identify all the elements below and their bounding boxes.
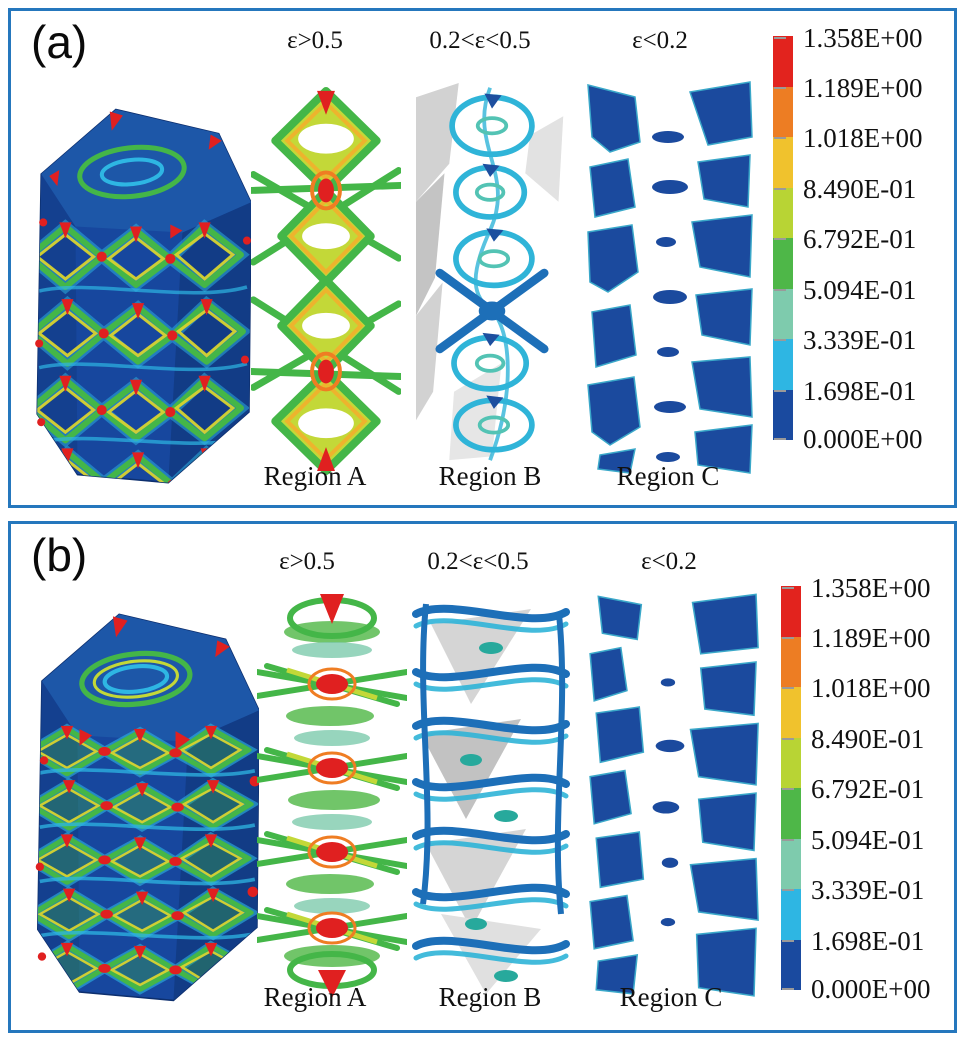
colorbar-segment — [781, 838, 801, 889]
colorbar-tick-label: 5.094E-01 — [773, 275, 917, 305]
colorbar-segment — [773, 238, 793, 289]
region-c-strain-contour-b — [589, 593, 759, 997]
region-b-strain-contour-b — [412, 603, 570, 994]
colorbar-segment — [781, 737, 801, 788]
region-a-strain-contour-a — [251, 77, 401, 475]
colorbar-tick-label: 1.018E+00 — [773, 123, 923, 153]
colorbar-tick-label: 1.018E+00 — [781, 673, 931, 703]
colorbar-tick-label: 1.698E-01 — [773, 376, 917, 406]
region-c-strain-contour-a — [587, 81, 753, 474]
colorbar-segment — [781, 636, 801, 687]
colorbar-bar — [773, 36, 793, 440]
colorbar-tick-label: 8.490E-01 — [781, 724, 925, 754]
header-eps-gt-05: ε>0.5 — [279, 548, 335, 575]
colorbar-tick-label: 3.339E-01 — [773, 325, 917, 355]
colorbar-segment — [773, 288, 793, 339]
colorbar-tick-label: 1.358E+00 — [773, 23, 923, 53]
colorbar-tick-label: 6.792E-01 — [781, 774, 925, 804]
colorbar-tick-label: 1.189E+00 — [773, 73, 923, 103]
colorbar-bar — [781, 586, 801, 990]
colorbar-segment — [781, 939, 801, 990]
colorbar-segment — [773, 137, 793, 188]
panel-b: (b) ε>0.5 0.2<ε<0.5 ε<0.2 — [8, 521, 957, 1033]
panel-a-label: (a) — [31, 16, 88, 68]
colorbar-segment — [773, 36, 793, 87]
colorbar-segment — [773, 86, 793, 137]
colorbar-tick-label: 0.000E+00 — [773, 424, 923, 454]
caption-region-a: Region A — [263, 982, 367, 1012]
header-eps-mid: 0.2<ε<0.5 — [427, 548, 529, 575]
panel-b-label: (b) — [31, 529, 88, 581]
header-eps-mid: 0.2<ε<0.5 — [429, 27, 531, 54]
colorbar-ticks: 1.358E+00 1.189E+00 1.018E+00 8.490E-01 … — [781, 574, 976, 1003]
caption-region-c: Region C — [619, 982, 723, 1012]
colorbar-tick-label: 1.189E+00 — [781, 623, 931, 653]
colorbar-tick-label: 5.094E-01 — [781, 825, 925, 855]
colorbar-segment — [773, 187, 793, 238]
colorbar-tick-label: 1.698E-01 — [781, 926, 925, 956]
caption-region-b: Region B — [438, 982, 542, 1012]
colorbar-tick-label: 8.490E-01 — [773, 174, 917, 204]
region-b-strain-contour-a — [416, 83, 564, 461]
colorbar-tick-label: 6.792E-01 — [773, 224, 917, 254]
caption-region-c: Region C — [616, 461, 720, 491]
tube-strain-contour-b — [35, 613, 259, 1002]
caption-region-a: Region A — [263, 461, 367, 491]
header-eps-lt-02: ε<0.2 — [632, 27, 688, 54]
colorbar-tick-label: 3.339E-01 — [781, 875, 925, 905]
colorbar-segment — [773, 389, 793, 440]
panel-a: (a) ε>0.5 0.2<ε<0.5 ε<0.2 — [8, 8, 957, 508]
colorbar-segment — [781, 687, 801, 738]
colorbar-segment — [781, 889, 801, 940]
colorbar-tick-label: 1.358E+00 — [781, 573, 931, 603]
colorbar-segment — [781, 586, 801, 637]
header-eps-gt-05: ε>0.5 — [287, 27, 343, 54]
colorbar-segment — [781, 788, 801, 839]
colorbar-ticks: 1.358E+00 1.189E+00 1.018E+00 8.490E-01 … — [773, 24, 976, 453]
colorbar-segment — [773, 339, 793, 390]
region-a-strain-contour-b — [257, 594, 407, 998]
colorbar-tick-label: 0.000E+00 — [781, 974, 931, 1004]
header-eps-lt-02: ε<0.2 — [641, 548, 697, 575]
caption-region-b: Region B — [438, 461, 542, 491]
tube-strain-contour-a — [35, 108, 251, 484]
